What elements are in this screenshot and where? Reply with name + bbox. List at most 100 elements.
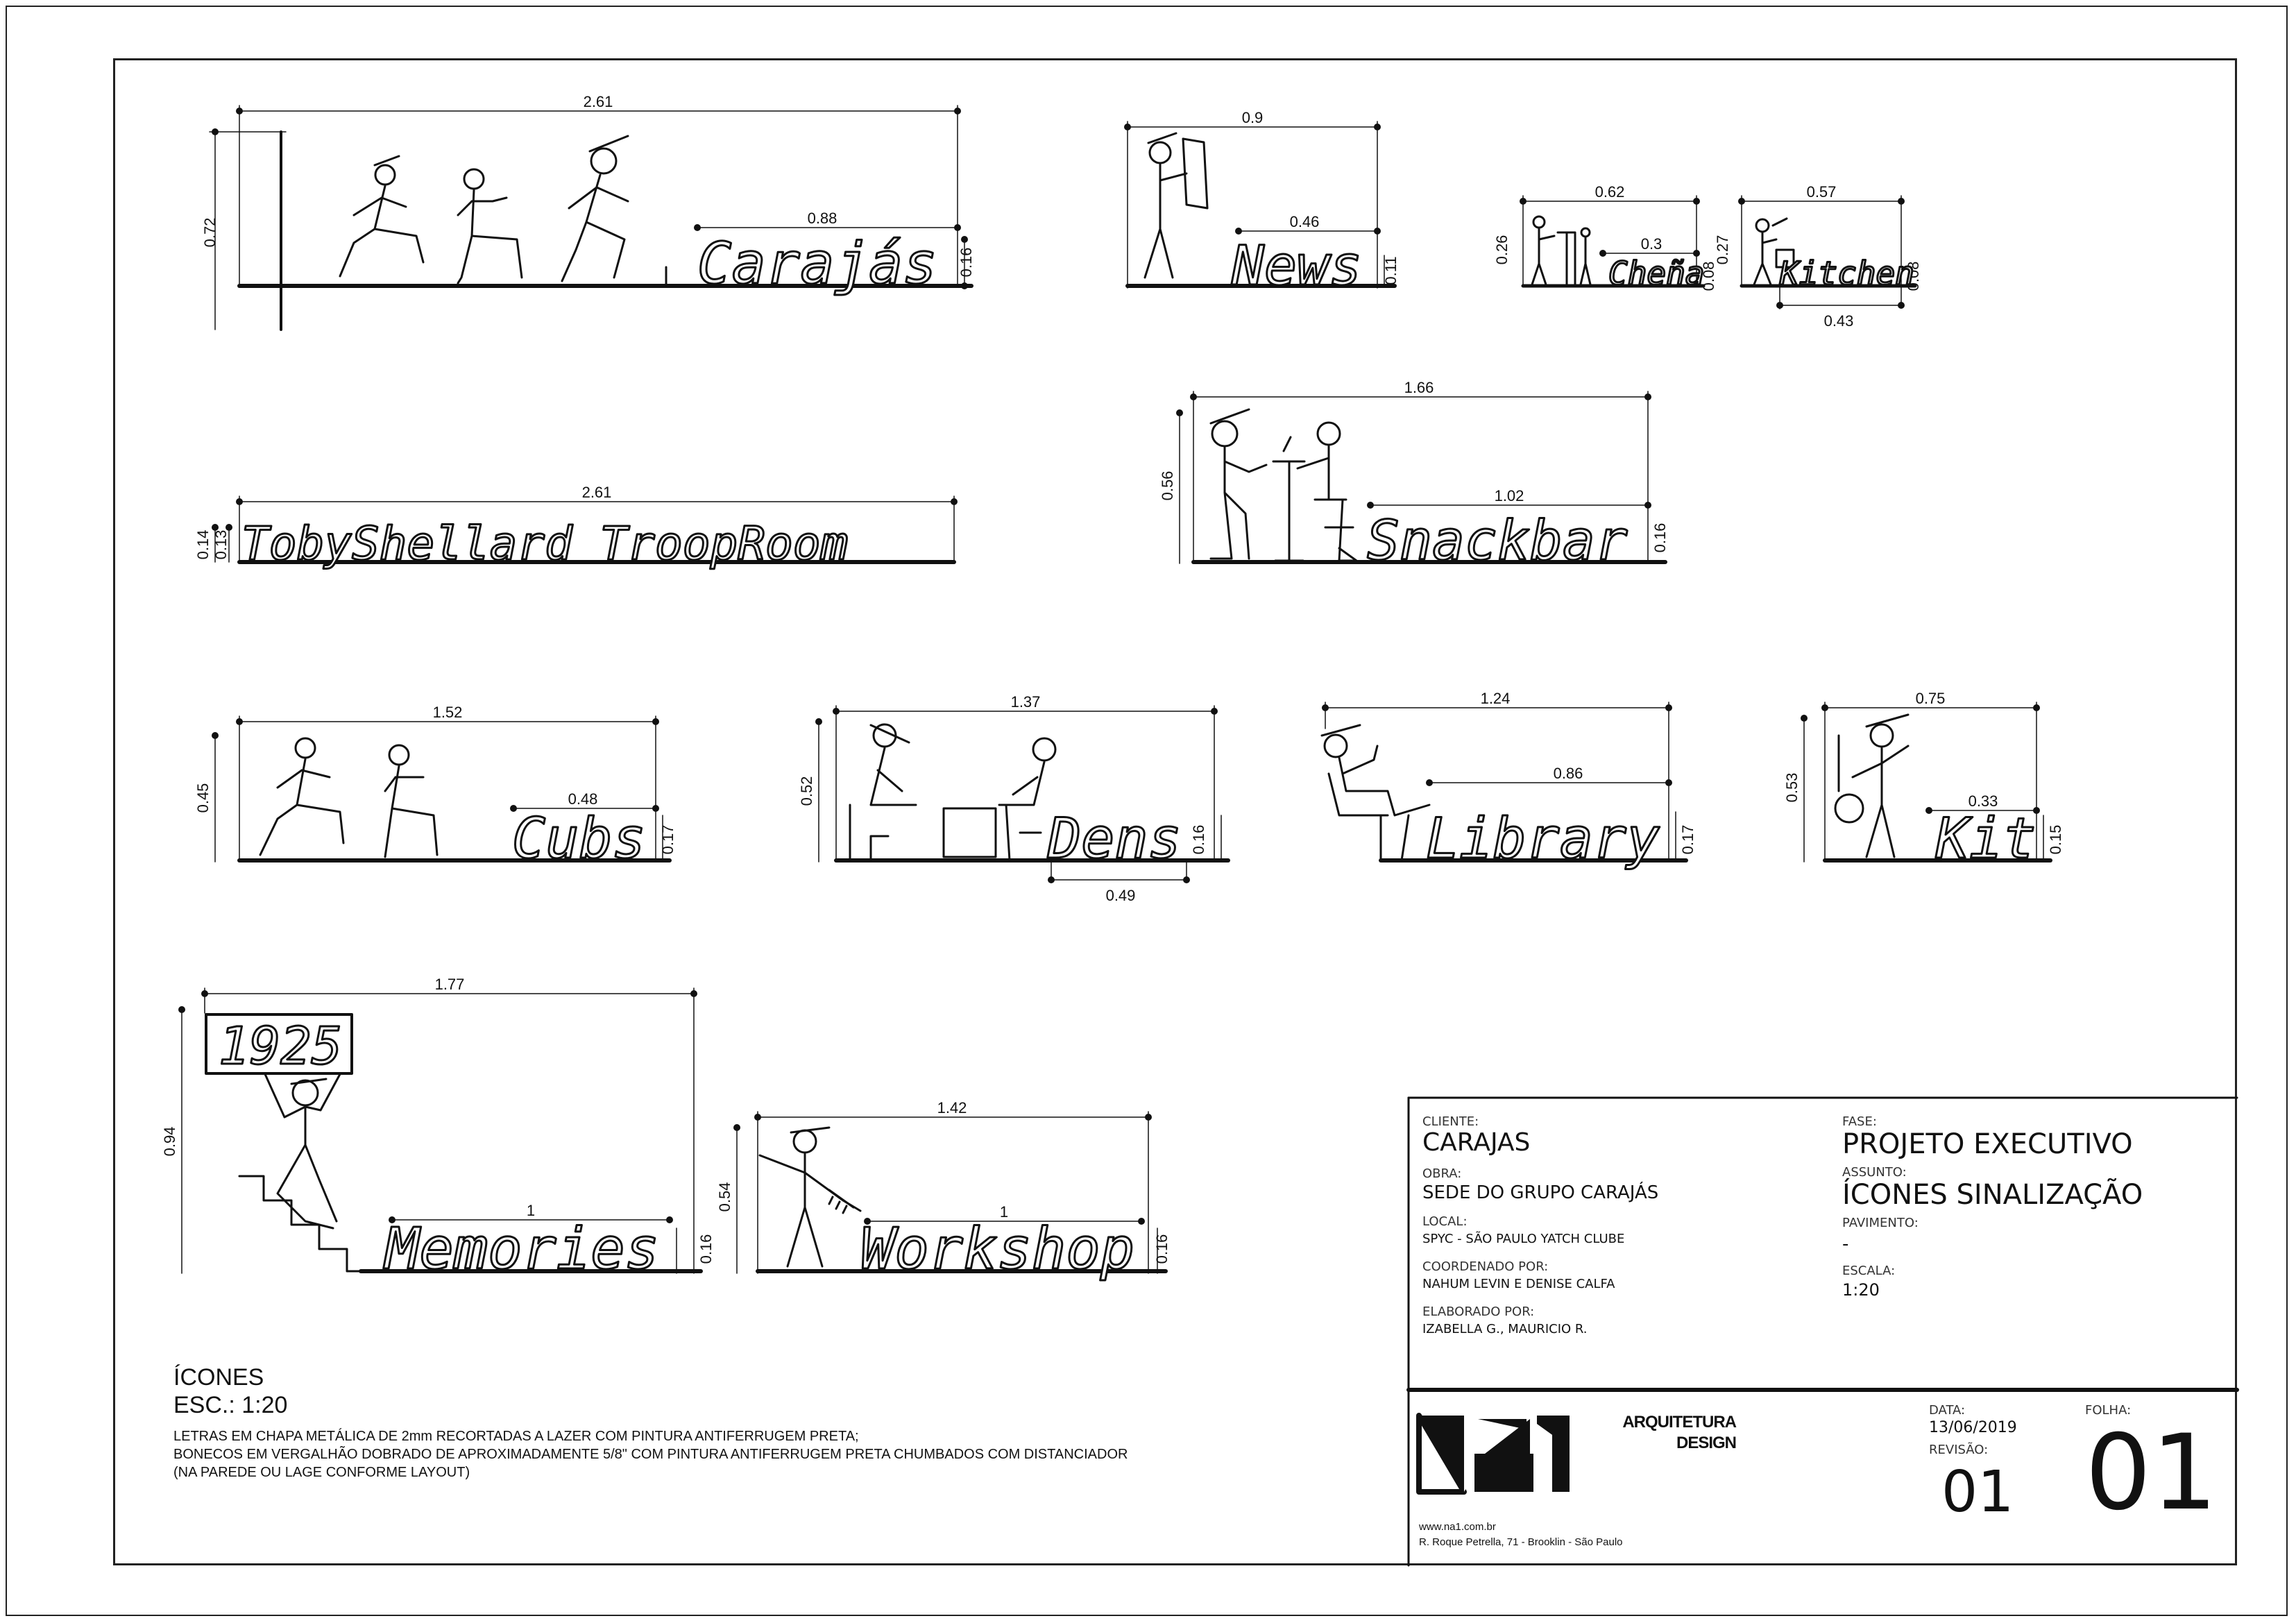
dim-kitchen-height: 0.27 [1714,235,1731,265]
dim-news-width: 0.9 [1242,109,1264,126]
dim-carajas-width: 2.61 [584,93,613,110]
coordenado-value: NAHUM LEVIN E DENISE CALFA [1422,1277,1615,1291]
icon-dens [818,705,1230,883]
dim-dens-text-width: 0.49 [1106,887,1136,904]
fase-label: FASE: [1842,1114,1877,1129]
escala-value: 1:20 [1842,1280,1880,1300]
icon-chefia [1521,195,1706,288]
obra-value: SEDE DO GRUPO CARAJÁS [1422,1182,1659,1203]
sign-toby: TobyShellard TroopRoom [241,517,848,570]
sign-snackbar: Snackbar [1367,510,1628,572]
dim-chefia-text-height: 0.08 [1700,262,1717,291]
cliente-label: CLIENTE: [1422,1114,1479,1129]
sign-workshop: Workshop [860,1216,1134,1282]
data-label: DATA: [1929,1403,1966,1418]
icon-kitchen [1740,195,1917,309]
dim-dens-width: 1.37 [1011,693,1041,711]
assunto-value: ÍCONES SINALIZAÇÃO [1842,1179,2143,1211]
dim-library-width: 1.24 [1481,690,1511,707]
sign-kit: Kit [1935,806,2036,871]
icon-carajas [209,105,973,331]
icon-news [1125,121,1397,289]
notes-scale: ESC.: 1:20 [173,1392,288,1418]
dim-toby-height: 0.14 [194,530,212,560]
data-block: DATA: 13/06/2019 REVISÃO: 01 [1929,1403,2017,1524]
icon-workshop [736,1111,1168,1274]
dim-toby-text-height: 0.13 [212,530,230,560]
sign-carajas: Carajás [697,231,937,297]
dim-library-text-width: 0.86 [1554,765,1583,782]
dim-kitchen-text-width: 0.43 [1824,312,1854,330]
notes-line: LETRAS EM CHAPA METÁLICA DE 2mm RECORTAD… [173,1429,859,1444]
na1-logo [1416,1413,1570,1495]
dim-memories-text-height: 0.16 [697,1234,715,1264]
data-value: 13/06/2019 [1929,1419,2017,1436]
dim-chefia-width: 0.62 [1595,183,1625,201]
plaque-memories: 1925 [219,1017,342,1076]
dim-kit-text-width: 0.33 [1968,792,1998,810]
elaborado-label: ELABORADO POR: [1422,1305,1535,1319]
elaborado-value: IZABELLA G., MAURICIO R. [1422,1322,1588,1336]
dim-memories-text-width: 1 [527,1202,535,1219]
sign-library: Library [1426,806,1660,871]
drawing-notes: ÍCONES ESC.: 1:20 LETRAS EM CHAPA METÁLI… [173,1363,1128,1481]
icon-snackbar [1179,391,1667,564]
pavimento-value: - [1842,1234,1849,1255]
cliente-value: CARAJAS [1422,1128,1531,1157]
revisao-value: 01 [1941,1459,2014,1525]
website: www.na1.com.br [1419,1521,1496,1533]
dim-snackbar-text-width: 1.02 [1495,487,1524,504]
notes-line: BONECOS EM VERGALHÃO DOBRADO DE APROXIMA… [173,1447,1128,1462]
local-value: SPYC - SÃO PAULO YATCH CLUBE [1422,1232,1625,1246]
dim-kitchen-width: 0.57 [1807,183,1837,201]
dim-kit-text-height: 0.15 [2047,825,2064,855]
dim-snackbar-height: 0.56 [1159,471,1176,501]
dim-carajas-height: 0.72 [201,218,219,248]
dim-workshop-text-height: 0.16 [1153,1234,1171,1264]
icon-memories [181,987,703,1274]
company-contact: www.na1.com.br R. Roque Petrella, 71 - B… [1419,1520,1623,1550]
coordenado-label: COORDENADO POR: [1422,1259,1549,1274]
dim-cubs-height: 0.45 [194,783,212,813]
sign-kitchen: Kitchen [1779,255,1914,292]
titleblock-frame [1406,1096,2239,1567]
dim-carajas-text-width: 0.88 [808,210,837,227]
dim-news-text-width: 0.46 [1290,213,1320,230]
sign-news: News [1231,235,1362,298]
dim-workshop-text-width: 1 [1000,1203,1008,1221]
dim-cubs-text-width: 0.48 [568,790,598,808]
dim-library-text-height: 0.17 [1679,825,1697,855]
titleblock-left: CLIENTE: CARAJAS OBRA: SEDE DO GRUPO CAR… [1422,1114,1658,1340]
sign-chefia: Cheña [1608,255,1704,292]
assunto-label: ASSUNTO: [1842,1165,1907,1180]
dim-kit-width: 0.75 [1916,690,1946,707]
dim-workshop-height: 0.54 [716,1182,733,1212]
sign-dens: Dens [1047,806,1182,871]
dim-news-text-height: 0.11 [1382,256,1400,284]
dim-toby-width: 2.61 [582,484,612,501]
dim-dens-text-height: 0.16 [1190,825,1207,855]
icon-kit [1803,702,2052,863]
sheet-inner-border [113,58,2237,1565]
dim-chefia-text-width: 0.3 [1641,235,1663,253]
brand-text: ARQUITETURA DESIGN [1611,1412,1737,1454]
dim-cubs-width: 1.52 [433,704,463,721]
dim-kit-height: 0.53 [1783,773,1801,803]
address: R. Roque Petrella, 71 - Brooklin - São P… [1419,1536,1623,1548]
dim-memories-height: 0.94 [161,1127,178,1157]
dim-kitchen-text-height: 0.08 [1905,262,1922,291]
brand-line1: ARQUITETURA [1622,1413,1737,1431]
folha-label: FOLHA: [2085,1403,2132,1418]
dim-workshop-width: 1.42 [937,1099,967,1116]
dim-cubs-text-height: 0.17 [659,825,677,855]
dim-memories-width: 1.77 [435,976,465,993]
dim-chefia-height: 0.26 [1493,235,1511,265]
dim-carajas-text-height: 0.16 [958,248,975,278]
local-label: LOCAL: [1422,1214,1468,1229]
folha-block: FOLHA: 01 [2085,1403,2218,1529]
fase-value: PROJETO EXECUTIVO [1842,1128,2133,1160]
sign-cubs: Cubs [512,806,646,871]
titleblock-right: FASE: PROJETO EXECUTIVO ASSUNTO: ÍCONES … [1842,1114,2143,1302]
obra-label: OBRA: [1422,1166,1462,1181]
